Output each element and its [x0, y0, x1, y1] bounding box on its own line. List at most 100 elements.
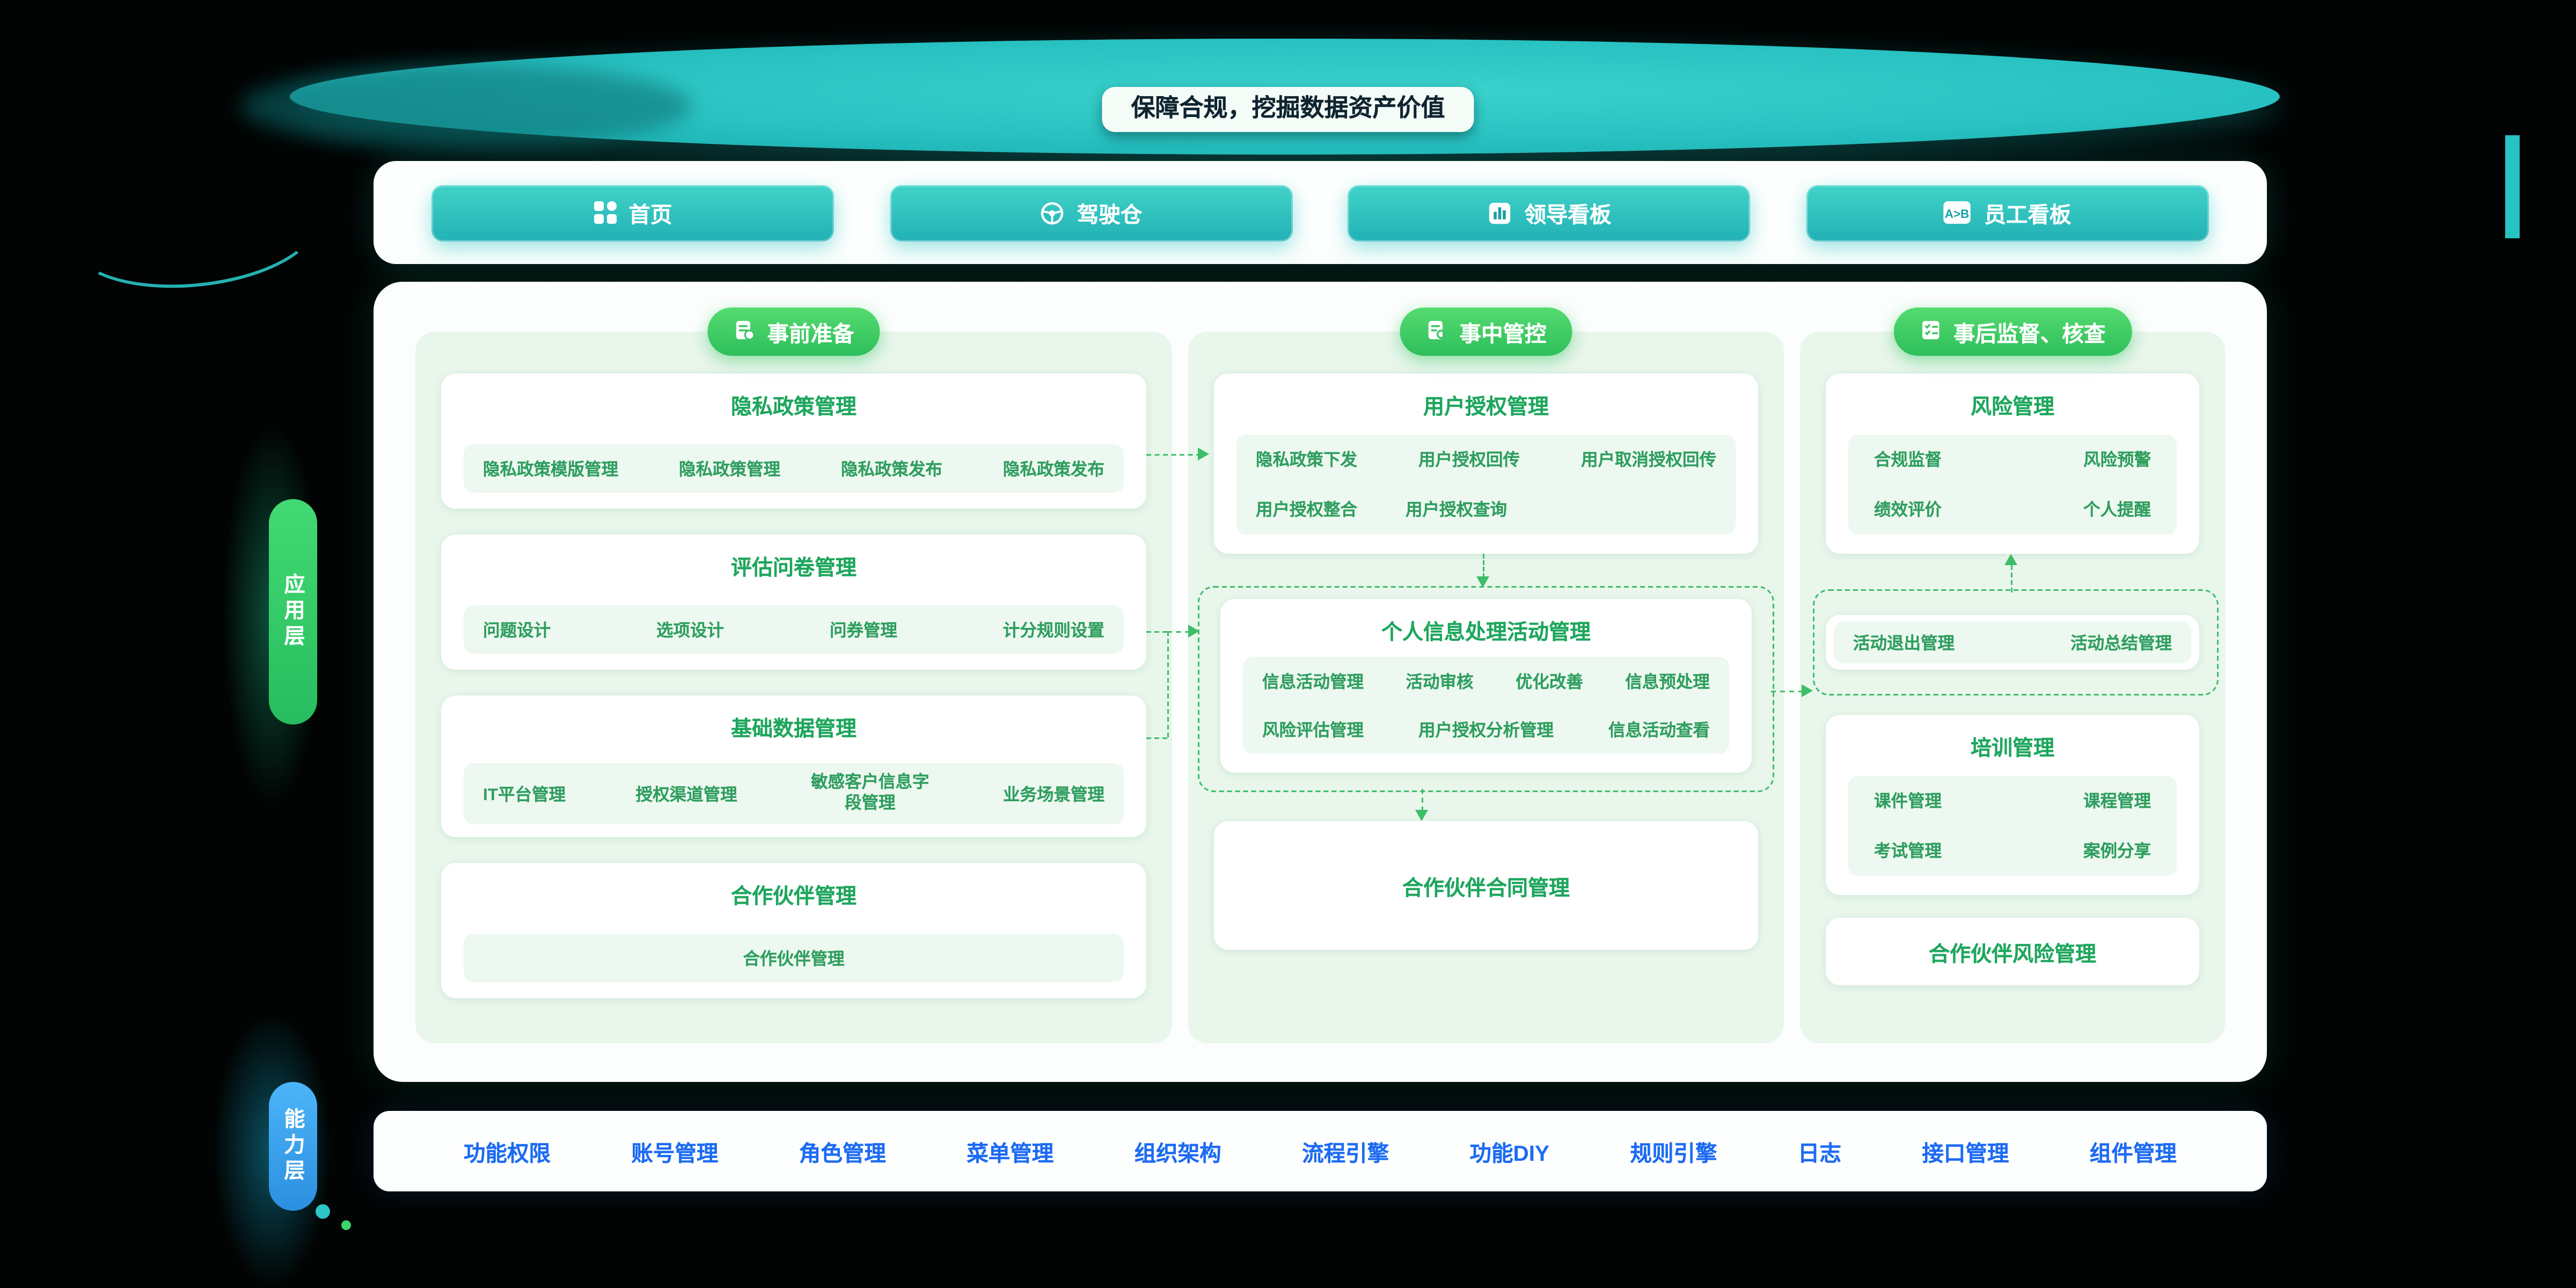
- layer-label-text: 应用层: [281, 573, 305, 650]
- banner-dark-streak: [241, 64, 692, 148]
- nav-button-label: 领导看板: [1524, 203, 1612, 227]
- nav-button-label: 员工看板: [1984, 203, 2072, 227]
- badge-label: 事前准备: [767, 322, 854, 346]
- module-item: 问券管理: [829, 620, 897, 640]
- capability-item-rule-engine[interactable]: 规则引擎: [1630, 1141, 1717, 1166]
- page-title: 保障合规，挖掘数据资产价值: [1102, 87, 1474, 132]
- card-partner-risk-management: 合作伙伴风险管理: [1826, 918, 2199, 985]
- module-item: 用户授权查询: [1406, 501, 1507, 520]
- capability-item-api[interactable]: 接口管理: [1922, 1141, 2009, 1166]
- capability-item-component[interactable]: 组件管理: [2089, 1141, 2177, 1166]
- card-title: 培训管理: [1970, 736, 2054, 760]
- module-item: 活动退出管理: [1853, 633, 1955, 653]
- module-item: 案例分享: [2083, 842, 2151, 861]
- document-search-icon: [1426, 318, 1448, 346]
- capability-item-function-diy[interactable]: 功能DIY: [1469, 1141, 1550, 1166]
- card-title: 基础数据管理: [730, 716, 857, 741]
- connector-exit-to-risk: [2011, 565, 2012, 592]
- column-in-process-control: 事中管控 用户授权管理 隐私政策下发 用户授权回传 用户取消授权回传 用户授权整…: [1188, 308, 1784, 1043]
- connector-activity-to-contract: [1422, 789, 1423, 811]
- card-title: 合作伙伴风险管理: [1928, 941, 2096, 965]
- layer-label-application: 应用层: [269, 499, 317, 724]
- nav-button-cockpit[interactable]: 驾驶仓: [889, 184, 1292, 241]
- module-item: 选项设计: [656, 620, 724, 640]
- arrowhead-up: [2004, 554, 2017, 565]
- nav-button-home[interactable]: 首页: [431, 184, 834, 241]
- decorative-dot: [316, 1204, 330, 1219]
- capability-item-role[interactable]: 角色管理: [799, 1141, 886, 1166]
- column-in-process-control-badge: 事中管控: [1400, 308, 1572, 356]
- card-partner-contract: 合作伙伴合同管理: [1214, 821, 1758, 950]
- card-title: 合作伙伴管理: [730, 884, 857, 908]
- activity-exit-dashed-group: [1813, 589, 2219, 696]
- card-basic-data-management: 基础数据管理 IT平台管理 授权渠道管理 敏感客户信息字段管理 业务场景管理: [441, 696, 1146, 837]
- arrowhead-right: [1198, 448, 1209, 460]
- capability-item-menu[interactable]: 菜单管理: [967, 1141, 1054, 1166]
- module-item: 用户授权回传: [1418, 451, 1520, 470]
- arrowhead-down: [1476, 576, 1489, 588]
- module-item: 考试管理: [1874, 842, 1942, 861]
- connector-activity-to-exit: [1771, 691, 1803, 692]
- nav-button-employee-dashboard[interactable]: A>B 员工看板: [1806, 184, 2209, 241]
- card-title: 个人信息处理活动管理: [1381, 620, 1591, 644]
- module-item: 风险评估管理: [1262, 720, 1364, 740]
- card-personal-info-activity: 个人信息处理活动管理 信息活动管理 活动审核 优化改善 信息预处理 风险评估管理…: [1220, 599, 1752, 773]
- connector-privacy-to-authorization: [1146, 454, 1201, 456]
- layer-label-text: 能力层: [281, 1108, 305, 1185]
- nav-button-label: 驾驶仓: [1077, 203, 1143, 227]
- column-pre-preparation-badge: 事前准备: [707, 308, 880, 356]
- ab-compare-icon: A>B: [1944, 201, 1972, 224]
- card-risk-management: 风险管理 合规监督 风险预警 绩效评价 个人提醒: [1826, 374, 2199, 554]
- right-edge-accent: [2505, 135, 2520, 238]
- module-item: 业务场景管理: [1002, 785, 1104, 804]
- bar-chart-icon: [1487, 201, 1511, 225]
- card-title: 隐私政策管理: [730, 394, 857, 419]
- capability-item-workflow-engine[interactable]: 流程引擎: [1302, 1141, 1389, 1166]
- nav-button-label: 首页: [628, 203, 672, 227]
- module-item: 优化改善: [1515, 672, 1583, 692]
- connector-authorization-down: [1483, 554, 1484, 578]
- card-user-authorization: 用户授权管理 隐私政策下发 用户授权回传 用户取消授权回传 用户授权整合 用户授…: [1214, 374, 1758, 554]
- capability-item-function-permission[interactable]: 功能权限: [464, 1141, 551, 1166]
- card-privacy-policy-management: 隐私政策管理 隐私政策模版管理 隐私政策管理 隐私政策发布 隐私政策发布: [441, 374, 1146, 509]
- module-item: 隐私政策管理: [678, 459, 780, 479]
- module-item: 用户取消授权回传: [1581, 451, 1716, 470]
- badge-label: 事后监督、核查: [1953, 322, 2106, 346]
- connector-questionnaire-stub: [1146, 631, 1167, 633]
- module-item: 授权渠道管理: [635, 785, 737, 804]
- module-item: 问题设计: [483, 620, 551, 640]
- capability-item-log[interactable]: 日志: [1797, 1141, 1841, 1166]
- module-item: 合作伙伴管理: [743, 949, 845, 969]
- svg-text:A>B: A>B: [1945, 207, 1970, 221]
- document-pen-icon: [734, 318, 756, 346]
- module-item: 课件管理: [1874, 792, 1942, 811]
- checklist-icon: [1920, 318, 1942, 346]
- card-title: 用户授权管理: [1423, 394, 1549, 419]
- card-partner-management: 合作伙伴管理 合作伙伴管理: [441, 863, 1146, 998]
- card-title: 风险管理: [1970, 394, 2054, 419]
- badge-label: 事中管控: [1459, 322, 1547, 346]
- arrowhead-right: [1188, 625, 1199, 638]
- layer-label-capability: 能力层: [269, 1082, 317, 1211]
- capability-item-organization[interactable]: 组织架构: [1134, 1141, 1221, 1166]
- column-post-supervision: 事后监督、核查 风险管理 合规监督 风险预警 绩效评价 个人提醒: [1800, 308, 2225, 1043]
- apps-grid-icon: [593, 201, 616, 224]
- top-nav: 首页 驾驶仓 领导看板 A>B 员工看板: [374, 161, 2267, 264]
- module-item: 活动总结管理: [2070, 633, 2172, 653]
- module-item: 绩效评价: [1874, 501, 1942, 520]
- decorative-dot: [341, 1220, 351, 1230]
- module-item: 个人提醒: [2083, 501, 2151, 520]
- module-item: 用户授权整合: [1256, 501, 1357, 520]
- main-panel: 事前准备 隐私政策管理 隐私政策模版管理 隐私政策管理 隐私政策发布 隐私政策发…: [374, 282, 2267, 1082]
- nav-button-leader-dashboard[interactable]: 领导看板: [1348, 184, 1751, 241]
- capability-item-account[interactable]: 账号管理: [631, 1141, 719, 1166]
- module-item: 课程管理: [2083, 792, 2151, 811]
- left-arc-decoration: [65, 164, 324, 299]
- module-item: 隐私政策下发: [1256, 451, 1357, 470]
- module-item: 信息活动管理: [1262, 672, 1364, 692]
- column-post-supervision-badge: 事后监督、核查: [1893, 308, 2132, 356]
- card-title: 评估问卷管理: [730, 555, 857, 580]
- card-title: 合作伙伴合同管理: [1402, 875, 1570, 899]
- steering-wheel-icon: [1040, 201, 1064, 225]
